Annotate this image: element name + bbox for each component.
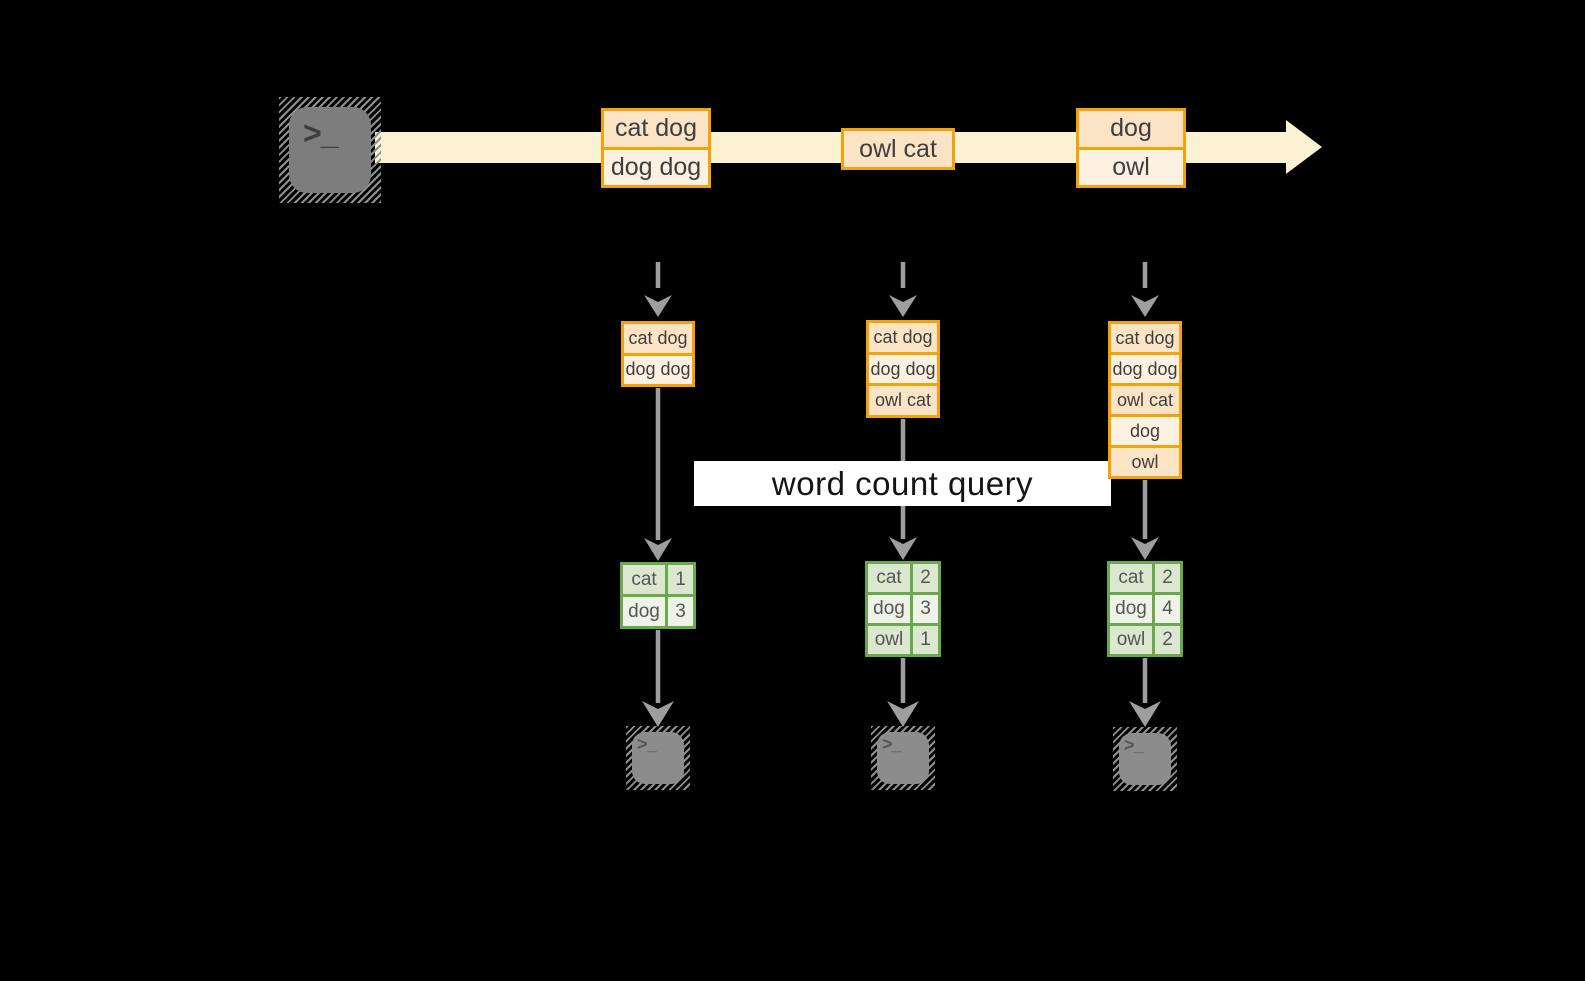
terminal-body: [289, 107, 371, 193]
terminal-prompt-glyph: >_: [303, 115, 338, 151]
sink-terminal-icon-1: >_: [626, 726, 690, 790]
event-line: owl cat: [844, 131, 952, 167]
count-value: 2: [913, 564, 938, 592]
count-word: cat: [623, 565, 665, 594]
stream-event-batch-3: dog owl: [1076, 108, 1186, 188]
count-table-2: cat 2 dog 3 owl 1: [865, 561, 941, 657]
count-table-1: cat 1 dog 3: [620, 562, 696, 629]
dashed-drop-arrow-1: [644, 262, 672, 317]
count-word: owl: [868, 626, 910, 654]
count-word: owl: [1110, 626, 1152, 654]
count-value: 2: [1155, 626, 1180, 654]
count-word: dog: [868, 595, 910, 623]
sink-terminal-icon-2: >_: [871, 726, 935, 790]
event-line: dog dog: [604, 149, 708, 185]
sink-terminal-icon-3: >_: [1113, 727, 1177, 791]
state-line: dog dog: [869, 354, 937, 384]
event-line: cat dog: [604, 111, 708, 147]
state-to-table-arrow-3: [1131, 480, 1159, 560]
count-table-3: cat 2 dog 4 owl 2: [1107, 561, 1183, 657]
count-value: 3: [668, 597, 693, 626]
table-to-terminal-arrow-2: [887, 658, 919, 727]
terminal-body: [632, 732, 684, 784]
terminal-body: [1119, 733, 1171, 785]
state-line: cat dog: [624, 324, 692, 353]
count-value: 4: [1155, 595, 1180, 623]
accumulated-state-1: cat dog dog dog: [621, 321, 695, 387]
terminal-prompt-glyph: >_: [1124, 735, 1144, 755]
dashed-drop-arrow-3: [1131, 262, 1159, 317]
state-line: owl: [1111, 448, 1179, 476]
count-word: dog: [623, 597, 665, 626]
state-line: owl cat: [1111, 386, 1179, 414]
terminal-prompt-glyph: >_: [637, 734, 657, 754]
count-word: dog: [1110, 595, 1152, 623]
terminal-body: [877, 732, 929, 784]
count-value: 1: [913, 626, 938, 654]
count-value: 1: [668, 565, 693, 594]
source-terminal-icon: >_: [279, 97, 381, 203]
dashed-drop-arrow-2: [889, 262, 917, 317]
accumulated-state-2: cat dog dog dog owl cat: [866, 320, 940, 418]
state-line: owl cat: [869, 386, 937, 416]
count-value: 2: [1155, 564, 1180, 592]
event-line: dog: [1079, 111, 1183, 147]
query-label: word count query: [694, 461, 1111, 506]
state-line: dog: [1111, 417, 1179, 445]
state-to-table-arrow-1: [644, 388, 672, 561]
count-value: 3: [913, 595, 938, 623]
stream-event-batch-1: cat dog dog dog: [601, 108, 711, 188]
state-line: dog dog: [624, 355, 692, 384]
count-word: cat: [1110, 564, 1152, 592]
state-line: dog dog: [1111, 355, 1179, 383]
stream-timeline-arrowhead-icon: [1286, 120, 1322, 174]
accumulated-state-3: cat dog dog dog owl cat dog owl: [1108, 321, 1182, 479]
count-word: cat: [868, 564, 910, 592]
event-line: owl: [1079, 149, 1183, 185]
stream-event-batch-2: owl cat: [841, 128, 955, 170]
table-to-terminal-arrow-3: [1129, 658, 1161, 727]
table-to-terminal-arrow-1: [642, 630, 674, 727]
state-line: cat dog: [1111, 324, 1179, 352]
terminal-prompt-glyph: >_: [882, 734, 902, 754]
state-line: cat dog: [869, 323, 937, 352]
